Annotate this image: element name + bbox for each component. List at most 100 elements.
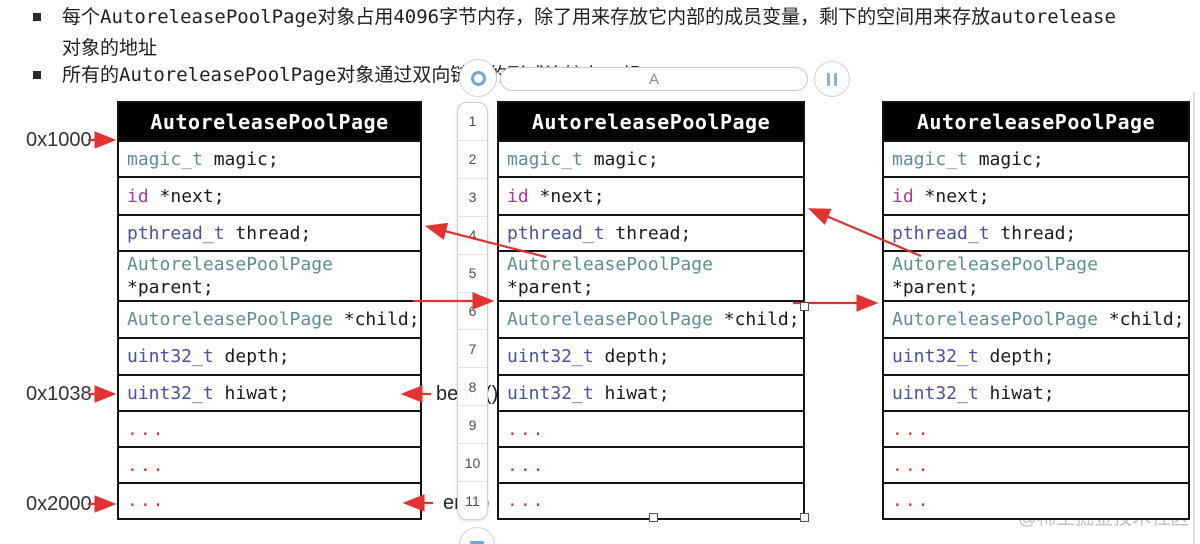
field-name: hiwat; <box>213 382 290 404</box>
field-type: AutoreleasePoolPage <box>507 309 713 330</box>
field-type: uint32_t <box>507 382 594 404</box>
field-type: uint32_t <box>892 346 979 367</box>
field-name: thread; <box>604 222 692 244</box>
field-name: *parent; <box>127 277 214 298</box>
table-row: ... <box>499 446 803 482</box>
field-type: ... <box>507 418 546 440</box>
field-name: magic; <box>967 148 1044 170</box>
field-type: pthread_t <box>127 222 225 244</box>
field-type: ... <box>127 454 166 476</box>
table-row: AutoreleasePoolPage*parent; <box>884 250 1188 300</box>
field-type: AutoreleasePoolPage <box>507 254 713 275</box>
field-type: uint32_t <box>892 382 979 404</box>
field-type: ... <box>892 418 931 440</box>
field-type: ... <box>127 490 166 511</box>
bullet-item-1-line-2: 对象的地址 <box>62 37 158 59</box>
table-row: uint32_t depth; <box>119 337 420 374</box>
table-row: ... <box>119 446 420 482</box>
table-row: uint32_t hiwat; <box>499 374 803 410</box>
table-row: id *next; <box>499 176 803 214</box>
table-row: AutoreleasePoolPage*parent; <box>119 250 420 300</box>
table-row: ... <box>119 482 420 517</box>
selection-handle-bottom[interactable] <box>649 513 658 522</box>
row-number: 7 <box>458 329 487 367</box>
field-name: *next; <box>913 185 990 207</box>
field-type: id <box>892 185 914 207</box>
table-row: AutoreleasePoolPage*parent; <box>499 250 803 300</box>
field-name: hiwat; <box>593 382 670 404</box>
table-row: magic_t magic; <box>884 140 1188 176</box>
table-row: magic_t magic; <box>119 140 420 176</box>
table-row: pthread_t thread; <box>119 214 420 250</box>
address-label-0x1038: 0x1038 <box>26 383 92 405</box>
bullet-marker <box>33 13 41 21</box>
annotation-text-input[interactable] <box>500 67 808 91</box>
field-type: AutoreleasePoolPage <box>127 309 333 330</box>
menu-lines-icon <box>470 540 484 544</box>
memory-table-page3: AutoreleasePoolPage magic_t magic; id *nex… <box>882 101 1190 520</box>
field-name: *child; <box>332 309 420 330</box>
field-name: depth; <box>593 346 670 367</box>
field-type: pthread_t <box>892 222 990 244</box>
table-row: magic_t magic; <box>499 140 803 176</box>
row-number: 1 <box>468 113 477 130</box>
menu-button[interactable] <box>459 527 495 544</box>
row-number: 4 <box>458 215 487 254</box>
table-row: pthread_t thread; <box>499 214 803 250</box>
field-name: *next; <box>148 185 225 207</box>
row-number: 10 <box>458 443 487 481</box>
table-row: ... <box>884 410 1188 446</box>
table-row: ... <box>499 482 803 517</box>
field-type: magic_t <box>127 148 203 170</box>
table-row: ... <box>119 410 420 446</box>
row-number: 3 <box>458 177 487 216</box>
field-type: AutoreleasePoolPage <box>892 309 1098 330</box>
field-name: *parent; <box>892 277 979 298</box>
row-number: 9 <box>458 405 487 443</box>
shape-tool-button[interactable] <box>459 59 497 97</box>
field-type: AutoreleasePoolPage <box>127 254 333 275</box>
field-type: ... <box>892 490 931 511</box>
field-name: magic; <box>202 148 279 170</box>
table-title: AutoreleasePoolPage <box>119 103 420 140</box>
content-right-edge <box>1193 92 1195 544</box>
field-type: pthread_t <box>507 222 605 244</box>
selection-handle-bottom-right[interactable] <box>800 513 809 522</box>
table-row: uint32_t hiwat; <box>119 374 420 410</box>
field-name: *parent; <box>507 277 594 298</box>
table-row: uint32_t hiwat; <box>884 374 1188 410</box>
circle-shape-icon <box>470 70 486 86</box>
table-row: ... <box>884 446 1188 482</box>
table-row: uint32_t depth; <box>499 337 803 374</box>
field-name: depth; <box>978 346 1055 367</box>
field-name: *child; <box>1097 309 1185 330</box>
address-label-0x2000: 0x2000 <box>26 493 92 515</box>
field-name: thread; <box>224 222 312 244</box>
field-type: ... <box>892 454 931 476</box>
field-name: depth; <box>213 346 290 367</box>
row-number: 8 <box>458 367 487 405</box>
field-type: id <box>507 185 529 207</box>
pause-button[interactable] <box>814 61 850 97</box>
bullet-item-1-line-1: 每个AutoreleasePoolPage对象占用4096字节内存，除了用来存放… <box>62 6 1116 28</box>
field-type: magic_t <box>892 148 968 170</box>
pause-icon <box>827 72 837 86</box>
field-type: ... <box>127 418 166 440</box>
field-type: magic_t <box>507 148 583 170</box>
bullet-marker <box>33 71 41 79</box>
table-row: AutoreleasePoolPage *child; <box>884 300 1188 337</box>
field-type: uint32_t <box>507 346 594 367</box>
selection-handle-right[interactable] <box>800 302 809 311</box>
field-type: AutoreleasePoolPage <box>892 254 1098 275</box>
table-row: ... <box>884 482 1188 517</box>
field-type: id <box>127 185 149 207</box>
table-title: AutoreleasePoolPage <box>499 103 803 140</box>
row-number-strip: 1 2 3 4 5 6 7 8 9 10 11 <box>457 102 488 520</box>
field-type: uint32_t <box>127 382 214 404</box>
table-row: id *next; <box>119 176 420 214</box>
field-type: ... <box>507 490 546 511</box>
field-type: uint32_t <box>127 346 214 367</box>
